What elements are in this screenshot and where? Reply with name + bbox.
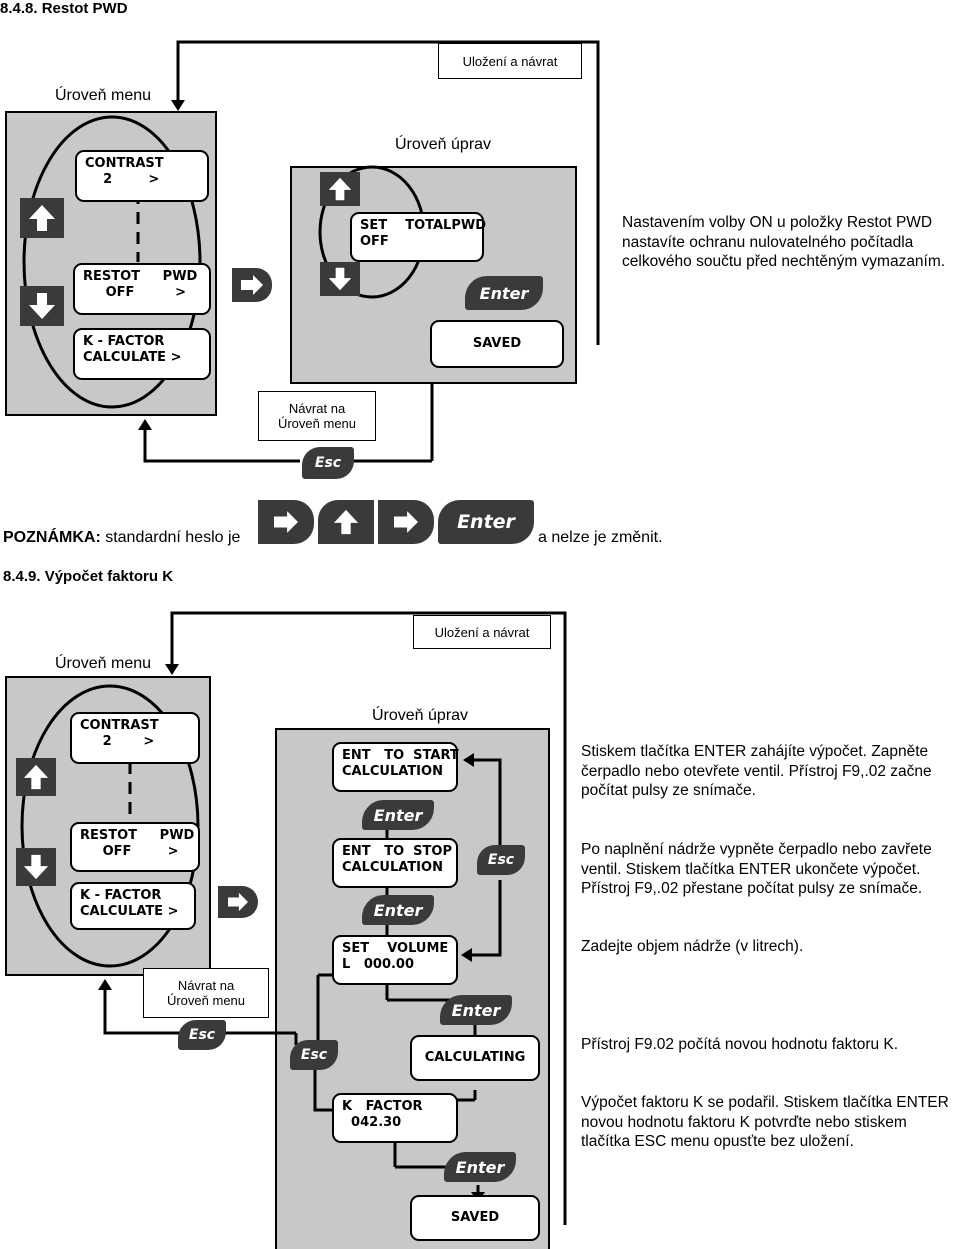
- lcd-restot-pwd[interactable]: RESTOT PWD OFF >: [73, 263, 211, 315]
- note-up-key-icon: [318, 500, 374, 544]
- enter-button-start[interactable]: Enter: [362, 800, 434, 830]
- esc-button-menu[interactable]: Esc: [178, 1020, 226, 1050]
- lcd-calculating: CALCULATING: [410, 1035, 540, 1081]
- enter-button[interactable]: Enter: [465, 276, 543, 310]
- desc-k-factor-result: Výpočet faktoru K se podařil. Stiskem tl…: [581, 1094, 949, 1150]
- up-arrow-key-icon-2[interactable]: [16, 758, 56, 796]
- note-enter-key: Enter: [438, 500, 534, 544]
- enter-button-confirm[interactable]: Enter: [444, 1152, 516, 1182]
- lcd-ent-to-start: ENT TO START CALCULATION: [332, 742, 459, 792]
- lcd-contrast-2: CONTRAST 2 >: [70, 712, 200, 764]
- down-arrow-key-icon-2[interactable]: [16, 848, 56, 886]
- lcd-set-volume: SET VOLUME L 000.00: [332, 935, 458, 985]
- esc-button[interactable]: Esc: [302, 447, 354, 479]
- desc-calculating: Přístroj F9.02 počítá novou hodnotu fakt…: [581, 1036, 899, 1053]
- restot-description: Nastavením volby ON u položky Restot PWD…: [622, 214, 946, 270]
- edit-up-arrow-key-icon[interactable]: [320, 172, 360, 206]
- section-heading-k-factor: 8.4.9. Výpočet faktoru K: [3, 568, 174, 585]
- lcd-restot-pwd-2: RESTOT PWD OFF >: [70, 822, 200, 872]
- lcd-ent-to-stop: ENT TO STOP CALCULATION: [332, 838, 458, 888]
- esc-button-stop[interactable]: Esc: [477, 845, 525, 875]
- edit-level-label: Úroveň úprav: [393, 136, 494, 154]
- enter-button-volume[interactable]: Enter: [440, 995, 512, 1025]
- note-prefix: POZNÁMKA:: [3, 529, 101, 546]
- note-right-key-icon: [258, 500, 314, 544]
- desc-set-volume: Zadejte objem nádrže (v litrech).: [581, 938, 804, 955]
- note-text: POZNÁMKA: standardní heslo je: [3, 529, 240, 547]
- right-arrow-key-icon[interactable]: [232, 268, 272, 302]
- menu-level-label: Úroveň menu: [55, 87, 152, 104]
- note-right-key-icon-2: [378, 500, 434, 544]
- lcd-k-factor-2[interactable]: K - FACTOR CALCULATE >: [70, 882, 196, 930]
- down-arrow-key-icon[interactable]: [20, 286, 64, 326]
- lcd-set-totalpwd: SET TOTALPWD OFF: [350, 212, 486, 262]
- note-body: standardní heslo je: [100, 529, 241, 546]
- lcd-k-factor-value: K FACTOR 042.30: [332, 1093, 458, 1143]
- enter-button-stop[interactable]: Enter: [362, 895, 434, 925]
- desc-stop-calculation: Po naplnění nádrže vypněte čerpadlo nebo…: [581, 841, 932, 897]
- edit-level-label-2: Úroveň úprav: [370, 707, 471, 725]
- esc-button-exit[interactable]: Esc: [290, 1040, 338, 1070]
- lcd-contrast: CONTRAST 2 >: [75, 150, 209, 202]
- lcd-saved: SAVED: [430, 320, 564, 368]
- lcd-saved-2: SAVED: [410, 1195, 540, 1241]
- note-suffix: a nelze je změnit.: [538, 529, 663, 546]
- save-return-label: Uložení a návrat: [438, 43, 582, 79]
- desc-start-calculation: Stiskem tlačítka ENTER zahájíte výpočet.…: [581, 743, 932, 799]
- right-arrow-key-icon-2[interactable]: [218, 886, 258, 918]
- up-arrow-key-icon[interactable]: [20, 198, 64, 238]
- lcd-k-factor: K - FACTOR CALCULATE >: [73, 328, 211, 380]
- edit-down-arrow-key-icon[interactable]: [320, 262, 360, 296]
- section-heading-restot-pwd: 8.4.8. Restot PWD: [0, 0, 128, 17]
- save-return-label-2: Uložení a návrat: [413, 615, 551, 649]
- menu-level-label-2: Úroveň menu: [55, 655, 152, 672]
